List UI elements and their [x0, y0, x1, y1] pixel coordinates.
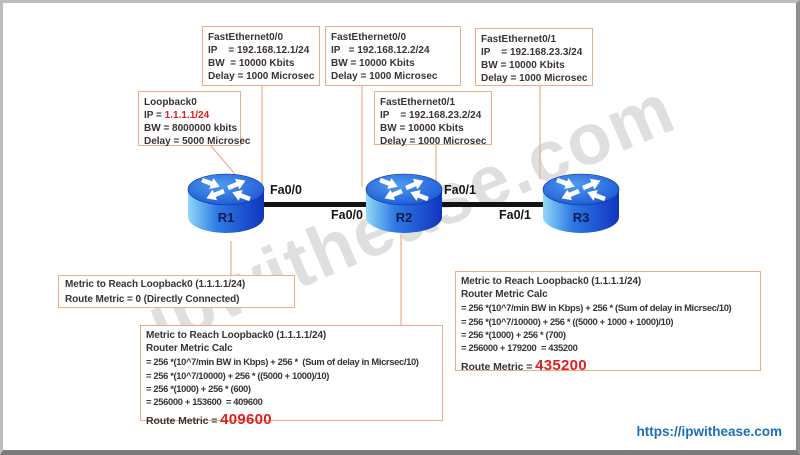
- iflabel-r2-fa01: Fa0/1: [444, 183, 476, 197]
- interface-title: FastEthernet0/1: [380, 97, 456, 108]
- route-metric-line: Route Metric = 435200: [461, 357, 755, 374]
- interface-delay: Delay = 5000 Microsec: [144, 136, 251, 147]
- calc-line: = 256 *(10^7/min BW in Kbps) + 256 * (Su…: [146, 356, 419, 368]
- router-icon: [365, 173, 443, 233]
- calc-line: = 256 *(10^7/min BW in Kbps) + 256 * (Su…: [461, 302, 732, 314]
- route-metric-label: Route Metric =: [461, 361, 536, 374]
- interface-ip: IP = 192.168.23.2/24: [380, 110, 482, 121]
- metric-value-line: Route Metric = 0 (Directly Connected): [65, 293, 240, 305]
- interface-delay: Delay = 1000 Microsec: [208, 71, 315, 82]
- router-icon: [542, 173, 620, 233]
- callout-r1-fa00: FastEthernet0/0 IP = 192.168.12.1/24 BW …: [202, 26, 320, 86]
- router-r1: R1: [187, 173, 265, 235]
- metric-title: Metric to Reach Loopback0 (1.1.1.1/24): [65, 279, 246, 290]
- link-r2-r3: [404, 202, 581, 207]
- interface-ip: IP = 192.168.12.1/24: [208, 45, 310, 56]
- metric-title: Metric to Reach Loopback0 (1.1.1.1/24): [461, 276, 642, 287]
- route-metric-label: Route Metric =: [146, 415, 221, 428]
- iflabel-r2-fa00: Fa0/0: [331, 208, 363, 222]
- interface-title: Loopback0: [144, 97, 197, 108]
- interface-title: FastEthernet0/0: [208, 32, 284, 43]
- callout-r3-fa01: FastEthernet0/1 IP = 192.168.23.3/24 BW …: [475, 28, 593, 86]
- calc-line: = 256 *(10^7/10000) + 256 * ((5000 + 100…: [146, 369, 330, 381]
- callout-r1-loopback0: Loopback0 IP = 1.1.1.1/24 BW = 8000000 k…: [138, 91, 251, 147]
- interface-delay: Delay = 1000 Microsec: [481, 73, 588, 84]
- interface-bw: BW = 10000 Kbits: [331, 58, 415, 69]
- interface-ip: IP = 1.1.1.1/24: [144, 109, 235, 122]
- metric-box-r2: Metric to Reach Loopback0 (1.1.1.1/24) R…: [140, 325, 443, 428]
- router-icon: [187, 173, 265, 233]
- interface-bw: BW = 10000 Kbits: [208, 58, 295, 69]
- route-metric-value: 409600: [220, 411, 272, 429]
- link-r1-r2: [226, 202, 404, 207]
- ip-value-red: 1.1.1.1/24: [164, 110, 210, 121]
- iflabel-r1-fa00: Fa0/0: [270, 183, 302, 197]
- interface-title: FastEthernet0/1: [481, 34, 557, 45]
- calc-line: = 256 *(10^7/10000) + 256 * ((5000 + 100…: [461, 315, 674, 327]
- router-r2: R2: [365, 173, 443, 235]
- router-r3: R3: [542, 173, 620, 235]
- interface-delay: Delay = 1000 Microsec: [380, 136, 487, 147]
- route-metric-value: 435200: [535, 357, 587, 375]
- calc-line: = 256 *(1000) + 256 * (700): [461, 328, 566, 340]
- metric-box-r1: Metric to Reach Loopback0 (1.1.1.1/24) R…: [58, 275, 295, 308]
- route-metric-line: Route Metric = 409600: [146, 411, 437, 428]
- website-link[interactable]: https://ipwithease.com: [636, 424, 782, 439]
- metric-subtitle: Router Metric Calc: [146, 343, 233, 355]
- interface-bw: BW = 10000 Kbits: [380, 123, 464, 134]
- interface-bw: BW = 10000 Kbits: [481, 60, 565, 71]
- metric-box-r3: Metric to Reach Loopback0 (1.1.1.1/24) R…: [455, 271, 761, 374]
- interface-title: FastEthernet0/0: [331, 32, 407, 43]
- interface-ip: IP = 192.168.23.3/24: [481, 47, 583, 58]
- router-label: R3: [572, 210, 590, 225]
- interface-bw: BW = 8000000 kbits: [144, 123, 238, 134]
- ip-label: IP =: [144, 110, 165, 121]
- calc-line: = 256000 + 179200 = 435200: [461, 342, 578, 354]
- router-label: R2: [395, 210, 413, 225]
- interface-ip: IP = 192.168.12.2/24: [331, 45, 430, 56]
- router-label: R1: [217, 210, 235, 225]
- callout-r2-fa01: FastEthernet0/1 IP = 192.168.23.2/24 BW …: [374, 91, 492, 147]
- metric-title: Metric to Reach Loopback0 (1.1.1.1/24): [146, 330, 327, 341]
- callout-r2-fa00: FastEthernet0/0 IP = 192.168.12.2/24 BW …: [325, 26, 461, 86]
- iflabel-r3-fa01: Fa0/1: [499, 208, 531, 222]
- interface-delay: Delay = 1000 Microsec: [331, 71, 438, 82]
- calc-line: = 256000 + 153600 = 409600: [146, 396, 263, 408]
- metric-subtitle: Router Metric Calc: [461, 289, 548, 301]
- calc-line: = 256 *(1000) + 256 * (600): [146, 382, 251, 394]
